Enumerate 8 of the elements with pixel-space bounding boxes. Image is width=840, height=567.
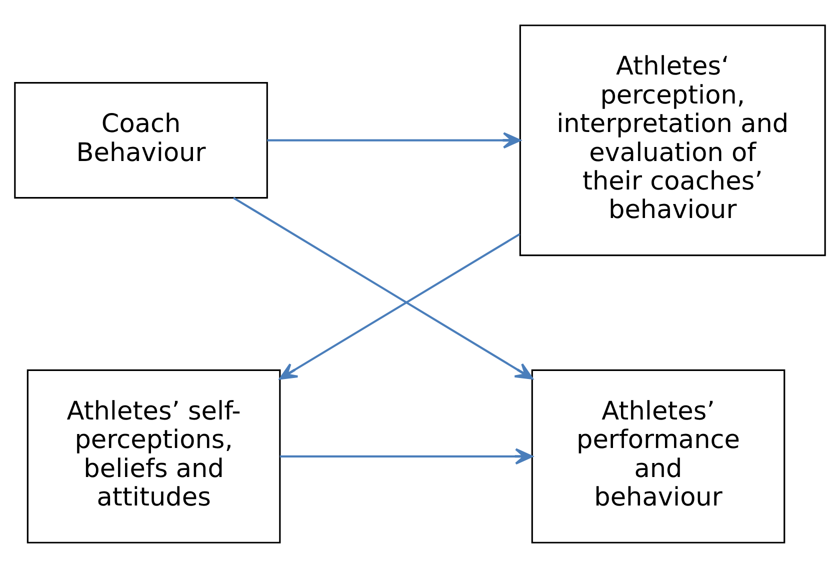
arrow	[267, 132, 521, 148]
arrow	[280, 448, 533, 464]
node-box: Athletes‘ perception, interpretation and evaluation of their coaches’ behaviour	[519, 24, 826, 256]
arrow	[279, 232, 520, 380]
arrow	[232, 196, 534, 380]
node-box: Coach Behaviour	[14, 82, 268, 198]
node-box: Athletes’ self-perceptions, beliefs and attitudes	[26, 368, 281, 543]
node-box: Athletes’ performance and behaviour	[531, 368, 786, 543]
